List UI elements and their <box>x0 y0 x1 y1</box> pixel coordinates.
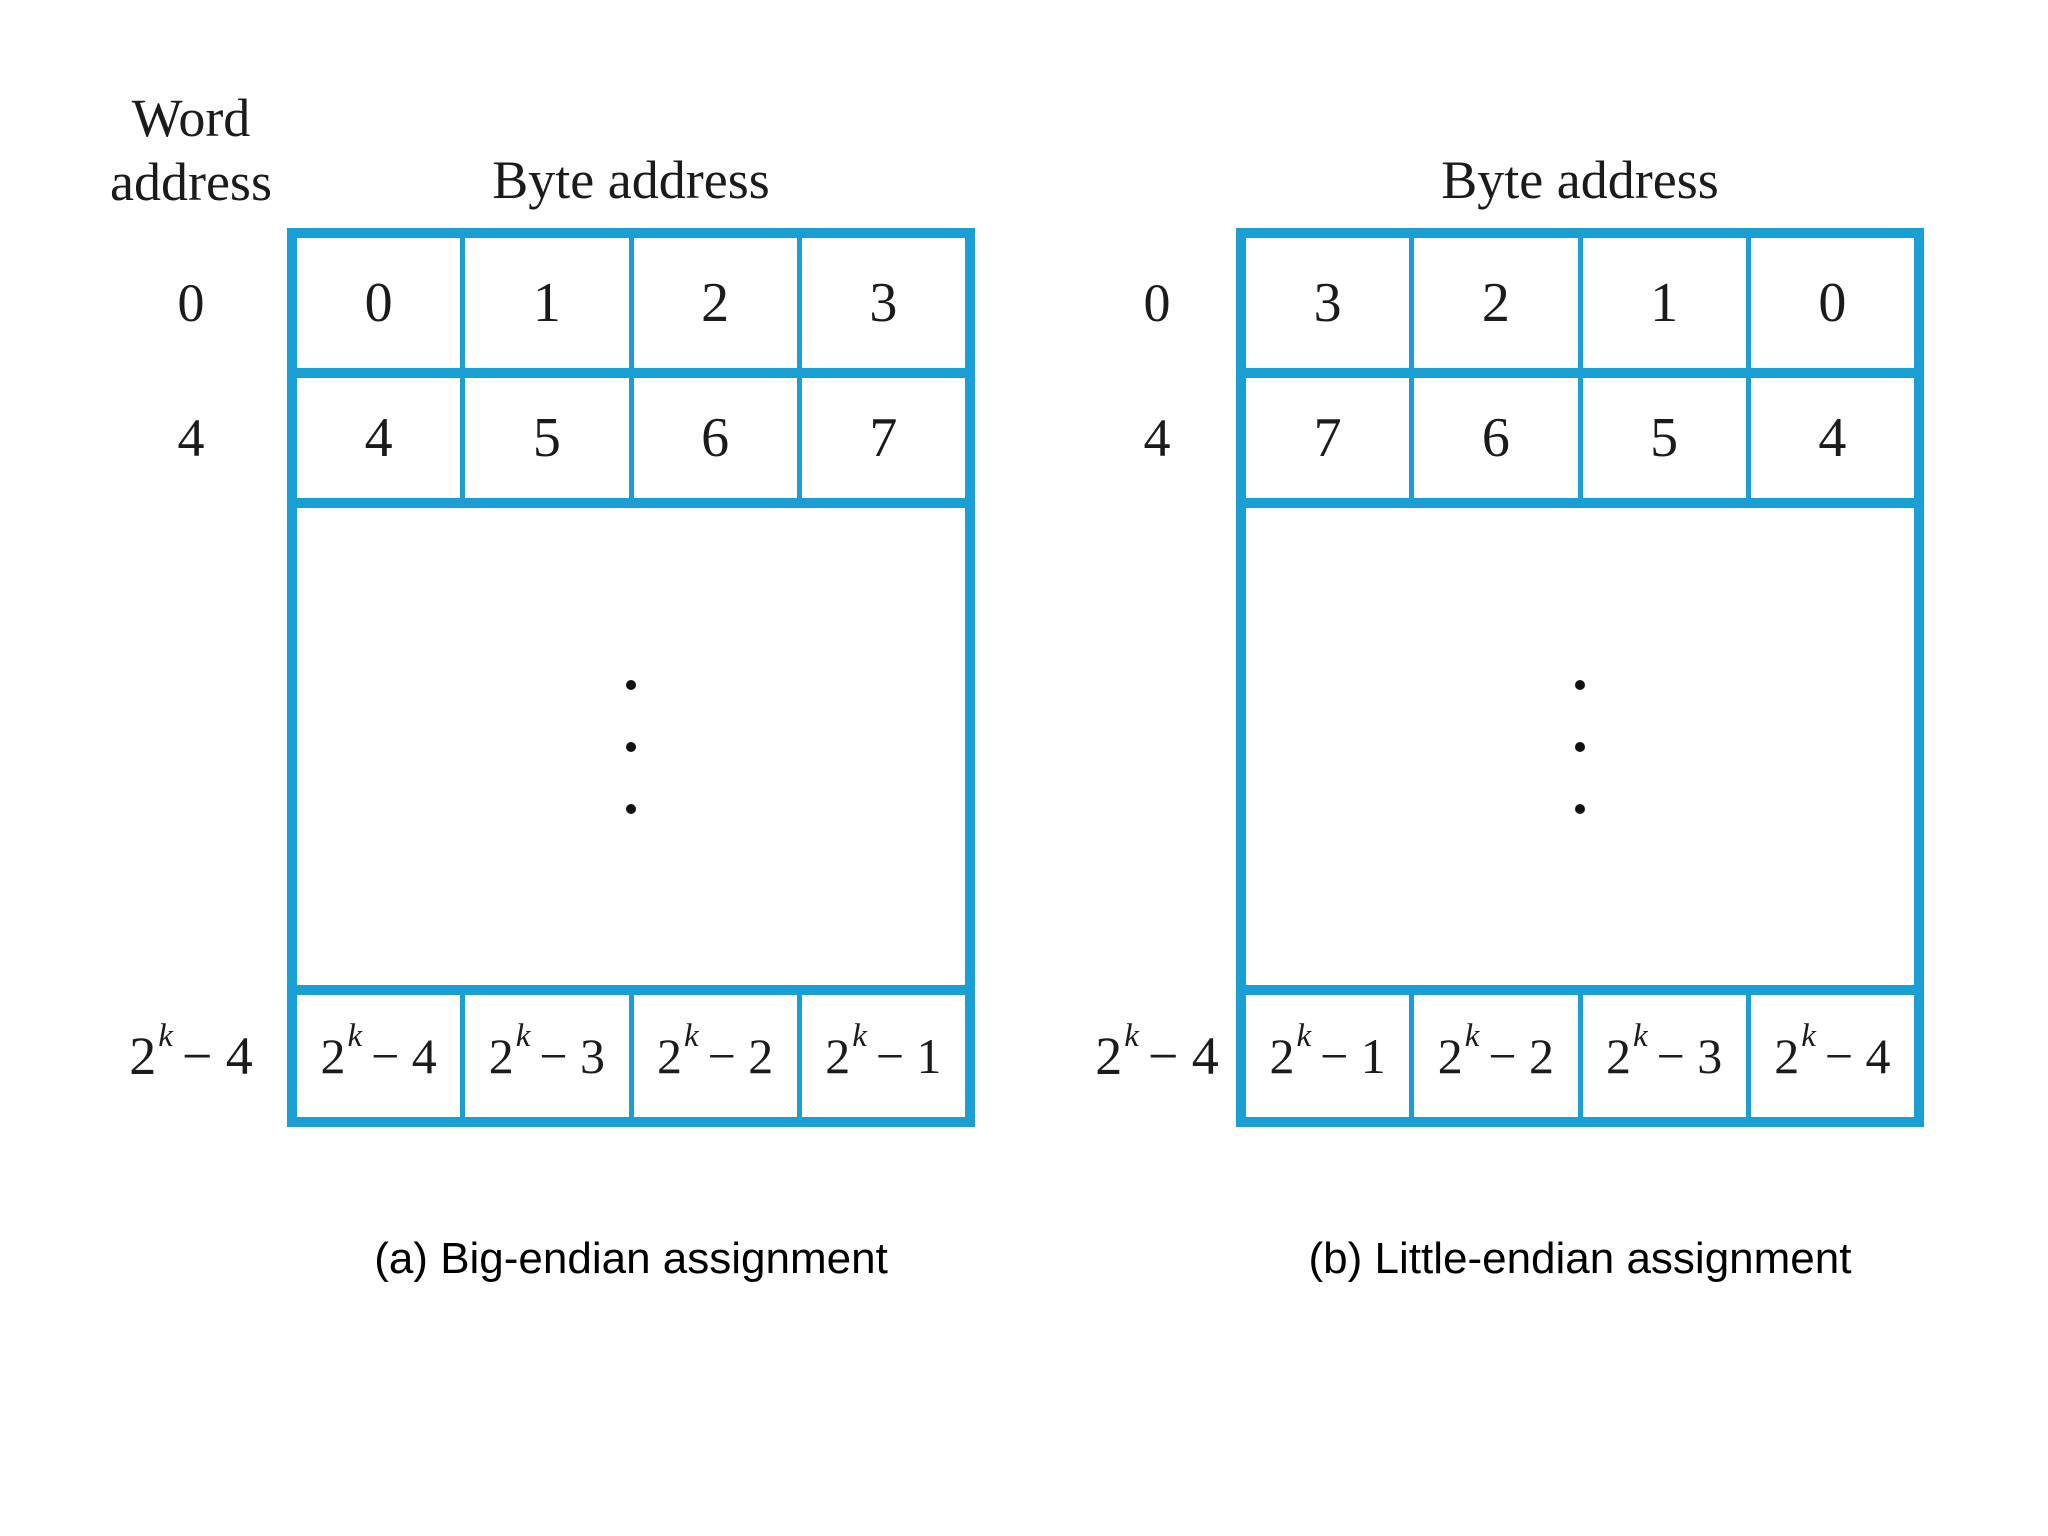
math-offset: − 4 <box>1824 1028 1891 1084</box>
math-exponent: k <box>1464 1017 1480 1054</box>
byte-cell: 3 <box>796 238 965 368</box>
ellipsis-dot <box>626 803 636 814</box>
word-address-label: 4 <box>1143 408 1171 468</box>
byte-cell: 2 <box>1409 238 1577 368</box>
math-exponent: k <box>1801 1017 1816 1054</box>
math-exponent: k <box>347 1017 363 1054</box>
word-address-header: Word address <box>66 86 316 214</box>
word-address-header-line2: address <box>110 152 272 212</box>
table-row: 3 2 1 0 <box>1246 238 1914 368</box>
row-separator <box>1246 498 1914 508</box>
math-base: 2 <box>320 1028 346 1084</box>
row-separator <box>1246 368 1914 378</box>
byte-cell: 6 <box>628 378 797 498</box>
byte-address-header-a: Byte address <box>492 150 770 210</box>
word-address-label: 0 <box>1143 273 1171 333</box>
byte-cell: 4 <box>364 407 393 469</box>
byte-cell: 0 <box>1745 238 1914 368</box>
math-base: 2 <box>1605 1028 1631 1084</box>
ellipsis-region <box>1246 508 1914 985</box>
ellipsis-dot <box>626 679 636 690</box>
math-base: 2 <box>488 1028 514 1084</box>
byte-cell: 5 <box>1577 378 1746 498</box>
math-base: 2 <box>1437 1028 1463 1084</box>
byte-cell: 7 <box>796 378 965 498</box>
row-separator <box>297 985 965 995</box>
math-exponent: k <box>852 1017 867 1054</box>
math-base: 2 <box>656 1028 682 1084</box>
word-address-label: 0 <box>177 273 205 333</box>
ellipsis-dot <box>1575 679 1585 690</box>
math-offset: − 3 <box>539 1028 606 1084</box>
table-row: 4 5 6 7 <box>297 378 965 498</box>
math-base: 2 <box>1095 1026 1123 1086</box>
ellipsis-region <box>297 508 965 985</box>
table-row: 0 1 2 3 <box>297 238 965 368</box>
byte-cell: 3 <box>1313 272 1342 334</box>
math-base: 2 <box>1774 1028 1800 1084</box>
math-offset: − 4 <box>181 1026 253 1086</box>
byte-address-header-b: Byte address <box>1441 150 1719 210</box>
ellipsis-dot <box>626 741 636 752</box>
math-offset: − 4 <box>1147 1026 1219 1086</box>
math-offset: − 4 <box>371 1028 437 1084</box>
math-offset: − 1 <box>1320 1028 1386 1084</box>
math-exponent: k <box>158 1017 173 1054</box>
word-address-header-line1: Word <box>131 88 251 148</box>
row-separator <box>297 368 965 378</box>
math-exponent: k <box>1124 1017 1139 1054</box>
math-offset: − 3 <box>1656 1028 1723 1084</box>
ellipsis-dot <box>1575 803 1585 814</box>
math-exponent: k <box>1632 1017 1648 1054</box>
byte-cell: 0 <box>364 272 393 334</box>
math-exponent: k <box>683 1017 699 1054</box>
row-separator <box>297 498 965 508</box>
ellipsis-dot <box>1575 741 1585 752</box>
math-offset: − 2 <box>1488 1028 1555 1084</box>
math-base: 2 <box>129 1026 157 1086</box>
word-address-label: 4 <box>177 408 205 468</box>
math-base: 2 <box>1269 1028 1295 1084</box>
row-separator <box>1246 985 1914 995</box>
table-row: 7 6 5 4 <box>1246 378 1914 498</box>
math-base: 2 <box>825 1028 851 1084</box>
byte-cell: 1 <box>1577 238 1746 368</box>
byte-cell: 1 <box>460 238 628 368</box>
math-offset: − 1 <box>875 1028 942 1084</box>
byte-cell: 5 <box>460 378 628 498</box>
byte-cell: 2 <box>628 238 797 368</box>
math-exponent: k <box>1296 1017 1312 1054</box>
caption-big-endian: (a) Big-endian assignment <box>374 1234 888 1283</box>
caption-little-endian: (b) Little-endian assignment <box>1308 1234 1852 1283</box>
byte-cell: 6 <box>1409 378 1577 498</box>
math-offset: − 2 <box>707 1028 774 1084</box>
math-exponent: k <box>515 1017 531 1054</box>
byte-cell: 7 <box>1313 407 1342 469</box>
byte-cell: 4 <box>1745 378 1914 498</box>
